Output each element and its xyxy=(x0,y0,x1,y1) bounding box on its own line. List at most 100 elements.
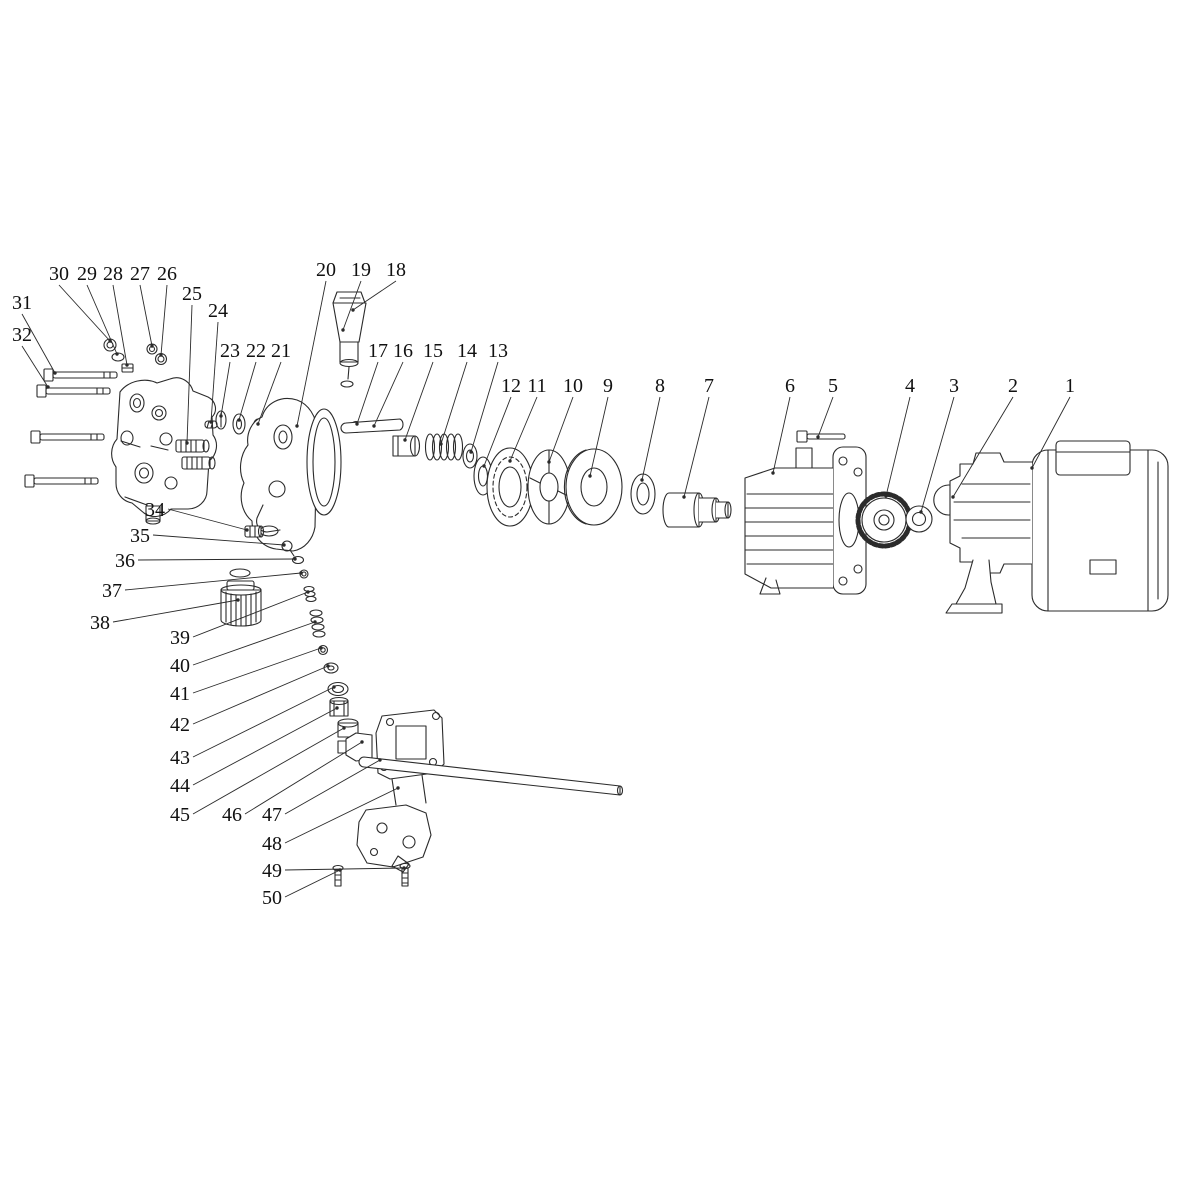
part-label-19: 19 xyxy=(351,259,371,281)
part-43-o-ring xyxy=(327,681,349,697)
leader-line-36 xyxy=(137,558,296,561)
leader-dot-17 xyxy=(355,422,359,426)
part-label-14: 14 xyxy=(457,340,477,362)
part-label-40: 40 xyxy=(170,655,190,677)
part-38-threaded-plug xyxy=(220,568,262,627)
leader-line-11 xyxy=(509,396,538,462)
part-8-nut xyxy=(630,473,656,515)
leader-line-1 xyxy=(1031,396,1071,469)
part-label-12: 12 xyxy=(501,375,521,397)
leader-line-13 xyxy=(470,361,499,453)
part-41-o-ring xyxy=(317,644,329,656)
leader-dot-28 xyxy=(125,363,129,367)
part-label-16: 16 xyxy=(393,340,413,362)
leader-dot-30 xyxy=(108,339,112,343)
leader-dot-12 xyxy=(482,464,486,468)
leader-dot-46 xyxy=(360,740,364,744)
leader-line-48 xyxy=(284,787,399,844)
part-label-34: 34 xyxy=(145,499,165,521)
part-label-13: 13 xyxy=(488,340,508,362)
part-11-bearing xyxy=(486,447,534,527)
leader-line-26 xyxy=(160,284,168,356)
leader-dot-24 xyxy=(209,420,213,424)
leader-line-27 xyxy=(139,284,153,347)
leader-line-6 xyxy=(772,396,791,474)
part-label-3: 3 xyxy=(949,375,959,397)
leader-line-19 xyxy=(342,280,362,331)
part-label-11: 11 xyxy=(527,375,546,397)
part-label-9: 9 xyxy=(603,375,613,397)
part-label-35: 35 xyxy=(130,525,150,547)
part-label-42: 42 xyxy=(170,714,190,736)
part-9-bearing xyxy=(563,448,623,526)
leader-dot-38 xyxy=(236,598,240,602)
leader-line-28 xyxy=(112,284,128,366)
part-label-45: 45 xyxy=(170,804,190,826)
leader-dot-18 xyxy=(351,308,355,312)
part-39-spring xyxy=(303,585,317,603)
leader-dot-48 xyxy=(396,786,400,790)
leader-line-49 xyxy=(284,867,405,871)
leader-dot-47 xyxy=(378,758,382,762)
part-label-24: 24 xyxy=(208,300,228,322)
leader-line-41 xyxy=(192,647,322,694)
leader-dot-23 xyxy=(219,414,223,418)
leader-dot-36 xyxy=(293,557,297,561)
leader-line-32 xyxy=(21,345,49,388)
leader-line-29 xyxy=(86,284,118,355)
leader-dot-2 xyxy=(951,495,955,499)
part-32-bolt xyxy=(36,384,111,398)
leader-line-2 xyxy=(952,396,1014,498)
part-4-gear xyxy=(855,491,913,549)
leader-line-47 xyxy=(284,759,381,815)
leader-dot-16 xyxy=(372,424,376,428)
part-label-39: 39 xyxy=(170,627,190,649)
part-18-19-oil-cap xyxy=(332,291,367,388)
callout-layer: 1234567891011121314151617181920212223242… xyxy=(12,259,1075,909)
left-bolt-3 xyxy=(30,430,105,444)
part-34-plug xyxy=(244,525,265,538)
part-label-36: 36 xyxy=(115,550,135,572)
part-5-bolt xyxy=(796,430,846,443)
leader-line-21 xyxy=(257,361,282,425)
part-14-spring xyxy=(424,433,464,461)
part-label-6: 6 xyxy=(785,375,795,397)
leader-dot-31 xyxy=(53,371,57,375)
leader-dot-25 xyxy=(185,441,189,445)
part-7-plunger xyxy=(662,492,732,528)
leader-line-20 xyxy=(296,280,327,427)
leader-dot-22 xyxy=(237,418,241,422)
part-label-17: 17 xyxy=(368,340,388,362)
part-label-31: 31 xyxy=(12,292,32,314)
part-label-1: 1 xyxy=(1065,375,1075,397)
part-label-37: 37 xyxy=(102,580,122,602)
leader-dot-34 xyxy=(245,528,249,532)
leader-line-39 xyxy=(192,591,309,638)
part-40-spring xyxy=(309,609,326,638)
leader-dot-40 xyxy=(313,620,317,624)
part-label-28: 28 xyxy=(103,263,123,285)
part-22-valve-disc xyxy=(232,413,246,435)
leader-line-18 xyxy=(352,280,397,311)
part-label-22: 22 xyxy=(246,340,266,362)
leader-line-7 xyxy=(683,396,710,498)
part-label-27: 27 xyxy=(130,263,150,285)
leader-line-8 xyxy=(641,396,661,481)
part-20-pump-head xyxy=(239,398,342,552)
leader-line-17 xyxy=(356,361,379,425)
part-label-8: 8 xyxy=(655,375,665,397)
leader-line-37 xyxy=(124,572,302,591)
part-16-rod xyxy=(340,418,404,434)
leader-dot-41 xyxy=(319,646,323,650)
leader-dot-14 xyxy=(439,442,443,446)
leader-dot-43 xyxy=(332,685,336,689)
leader-dot-4 xyxy=(884,494,888,498)
part-label-44: 44 xyxy=(170,775,190,797)
part-label-23: 23 xyxy=(220,340,240,362)
leader-dot-39 xyxy=(306,590,310,594)
leader-line-9 xyxy=(589,396,609,477)
leader-line-40 xyxy=(192,621,316,666)
leader-dot-6 xyxy=(771,471,775,475)
